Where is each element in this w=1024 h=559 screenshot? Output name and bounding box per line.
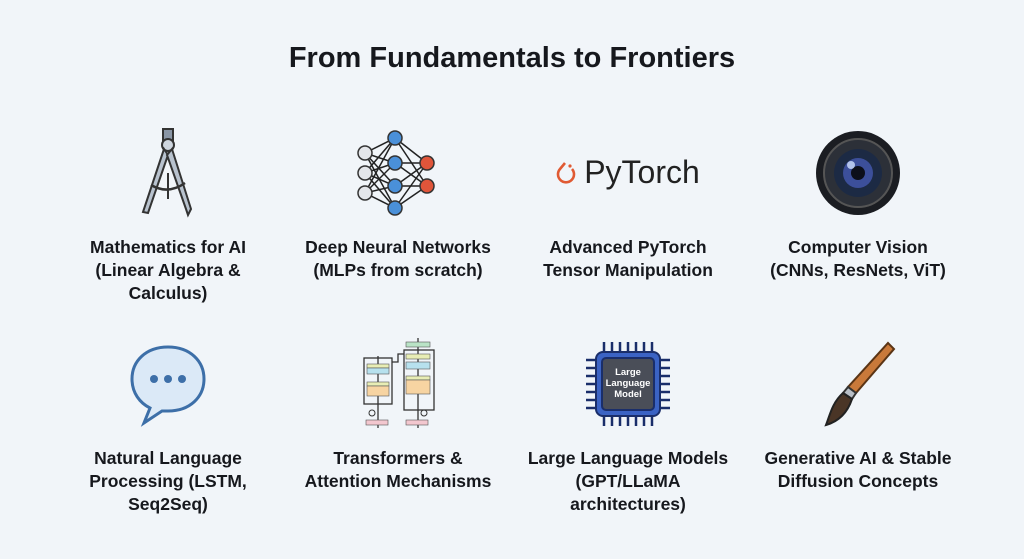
neural-network-icon — [283, 125, 513, 220]
topic-label: Large Language Models (GPT/LLaMA archite… — [527, 448, 729, 514]
page-title: From Fundamentals to Frontiers — [288, 42, 736, 74]
compass-icon — [53, 125, 283, 220]
neuron — [387, 177, 403, 194]
topic-cv: Computer Vision (CNNs, ResNets, ViT) — [743, 125, 973, 282]
neuron — [357, 164, 373, 181]
topic-label: Advanced PyTorch Tensor Manipulation — [543, 237, 713, 280]
topic-label: Mathematics for AI (Linear Algebra & Cal… — [90, 237, 246, 303]
topic-label: Natural Language Processing (LSTM, Seq2S… — [89, 448, 247, 514]
topic-llm: Large Language Model Large Language Mode… — [513, 336, 743, 516]
speech-bubble-icon — [53, 336, 283, 431]
topic-nlp: Natural Language Processing (LSTM, Seq2S… — [53, 336, 283, 516]
chip-icon: Large Language Model — [513, 336, 743, 431]
pytorch-logo: PyTorch — [513, 125, 743, 220]
topic-label: Deep Neural Networks (MLPs from scratch) — [305, 237, 491, 280]
topic-transformers: Transformers & Attention Mechanisms — [283, 336, 513, 493]
topic-genai: Generative AI & Stable Diffusion Concept… — [743, 336, 973, 493]
topic-label: Transformers & Attention Mechanisms — [304, 448, 492, 491]
topic-label: Generative AI & Stable Diffusion Concept… — [764, 448, 952, 491]
neuron — [387, 129, 403, 146]
topic-dnn: Deep Neural Networks (MLPs from scratch) — [283, 125, 513, 282]
camera-lens-icon — [743, 125, 973, 220]
neuron — [419, 154, 435, 171]
paintbrush-icon — [743, 336, 973, 431]
neuron — [419, 177, 435, 194]
neuron — [387, 199, 403, 216]
neuron — [357, 184, 373, 201]
neuron — [387, 154, 403, 171]
neuron — [357, 144, 373, 161]
topic-math: Mathematics for AI (Linear Algebra & Cal… — [53, 125, 283, 305]
transformer-diagram-icon — [283, 336, 513, 431]
topic-pytorch: PyTorch Advanced PyTorch Tensor Manipula… — [513, 125, 743, 282]
pytorch-flame-icon — [556, 161, 576, 184]
topic-label: Computer Vision (CNNs, ResNets, ViT) — [770, 237, 946, 280]
